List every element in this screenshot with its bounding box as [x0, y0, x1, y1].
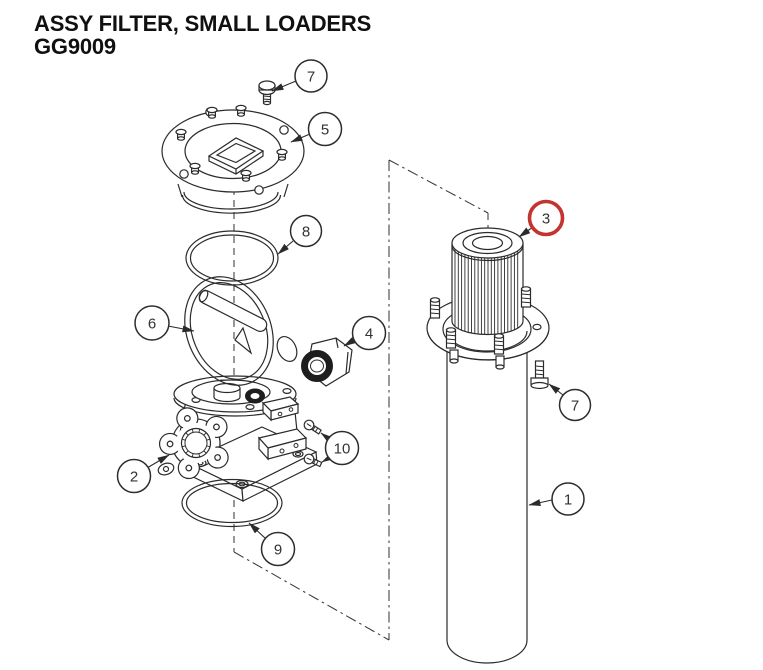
- title-block: ASSY FILTER, SMALL LOADERS GG9009: [34, 12, 371, 59]
- part-2-filter-head-body: [157, 375, 318, 502]
- callout-number: 9: [274, 542, 282, 559]
- part-8-cover-o-ring: [185, 230, 279, 286]
- callout-number: 1: [564, 492, 572, 509]
- callout-number: 4: [365, 326, 373, 343]
- part-6-retainer-handle-ring: [184, 276, 298, 386]
- callout-balloon-8[interactable]: 8: [289, 214, 323, 248]
- highlight-ring: [527, 199, 565, 237]
- callout-number: 7: [307, 69, 315, 86]
- callout-number: 2: [130, 469, 138, 486]
- flange-studs: [429, 286, 532, 370]
- part-7-hex-bolt-lower: [530, 360, 549, 390]
- callout-number: 3: [542, 211, 550, 228]
- callout-balloon-10[interactable]: 10: [324, 430, 360, 466]
- part-7-hex-bolt-upper: [258, 80, 276, 106]
- leader-lines: [146, 80, 564, 540]
- callout-balloon-3-highlighted[interactable]: 3: [527, 199, 565, 237]
- callout-balloon-9[interactable]: 9: [260, 531, 296, 567]
- drawing-number: GG9009: [34, 34, 116, 60]
- part-10-machine-screws: [303, 419, 323, 468]
- callout-number: 7: [571, 398, 579, 415]
- callout-balloon-6[interactable]: 6: [134, 305, 170, 341]
- callout-balloon-7-upper[interactable]: 7: [294, 59, 328, 93]
- callout-balloon-5[interactable]: 5: [307, 111, 343, 147]
- callout-balloon-4[interactable]: 4: [351, 315, 387, 351]
- callout-number: 6: [148, 316, 156, 333]
- part-1-filter-canister-tube: [446, 352, 528, 664]
- part-4-hex-plug-fitting: [301, 337, 353, 387]
- part-9-body-o-ring: [181, 478, 283, 528]
- callout-number: 8: [302, 224, 310, 241]
- callout-balloon-1[interactable]: 1: [551, 482, 585, 516]
- drawing-title: ASSY FILTER, SMALL LOADERS: [34, 11, 372, 36]
- part-3-filter-element: [451, 227, 524, 336]
- part-5-filter-cover: [161, 104, 305, 214]
- callout-number: 5: [321, 122, 329, 139]
- callout-balloon-7-lower[interactable]: 7: [558, 388, 592, 422]
- callout-number: 10: [334, 441, 351, 458]
- callout-balloon-2[interactable]: 2: [116, 458, 152, 494]
- phantom-projection-lines: [233, 152, 489, 641]
